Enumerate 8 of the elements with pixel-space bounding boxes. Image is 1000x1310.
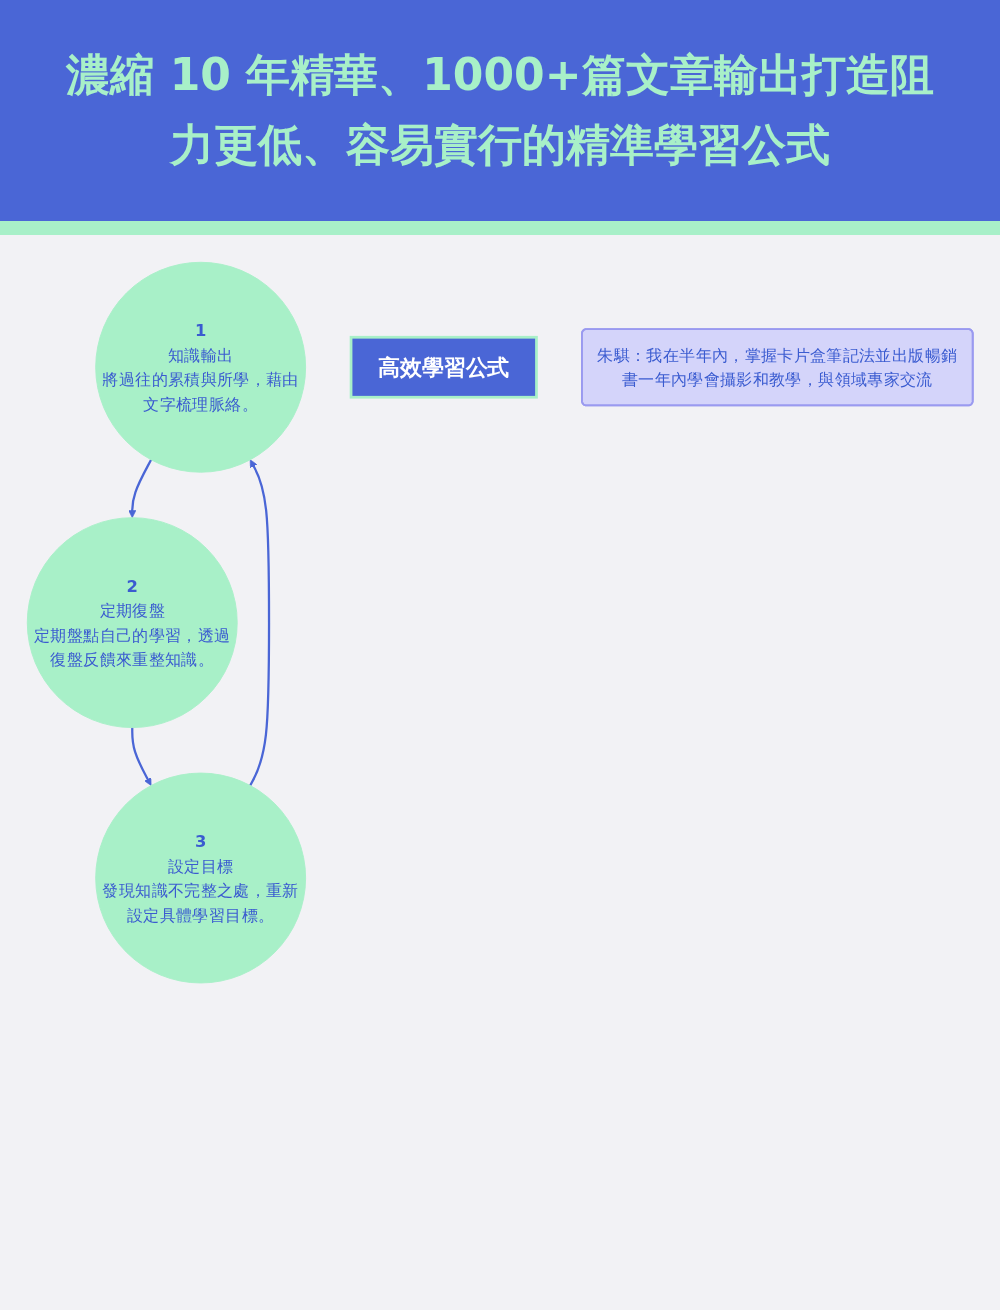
title: 濃縮 10 年精華、1000+篇文章輸出打造阻力更低、容易實行的精準學習公式 <box>65 48 935 173</box>
node-circle: 1 知識輸出 將過往的累積與所學，藉由文字梳理脈絡。 <box>95 261 307 473</box>
node-circle: 3 設定目標 發現知識不完整之處，重新設定具體學習目標。 <box>95 772 307 984</box>
node-box: 高效學習公式 <box>349 335 538 399</box>
arrow <box>128 459 153 518</box>
arrow <box>131 727 152 786</box>
node-circle: 2 定期復盤 定期盤點自己的學習，透過復盤反饋來重整知識。 <box>26 517 238 728</box>
arrow <box>249 459 271 786</box>
